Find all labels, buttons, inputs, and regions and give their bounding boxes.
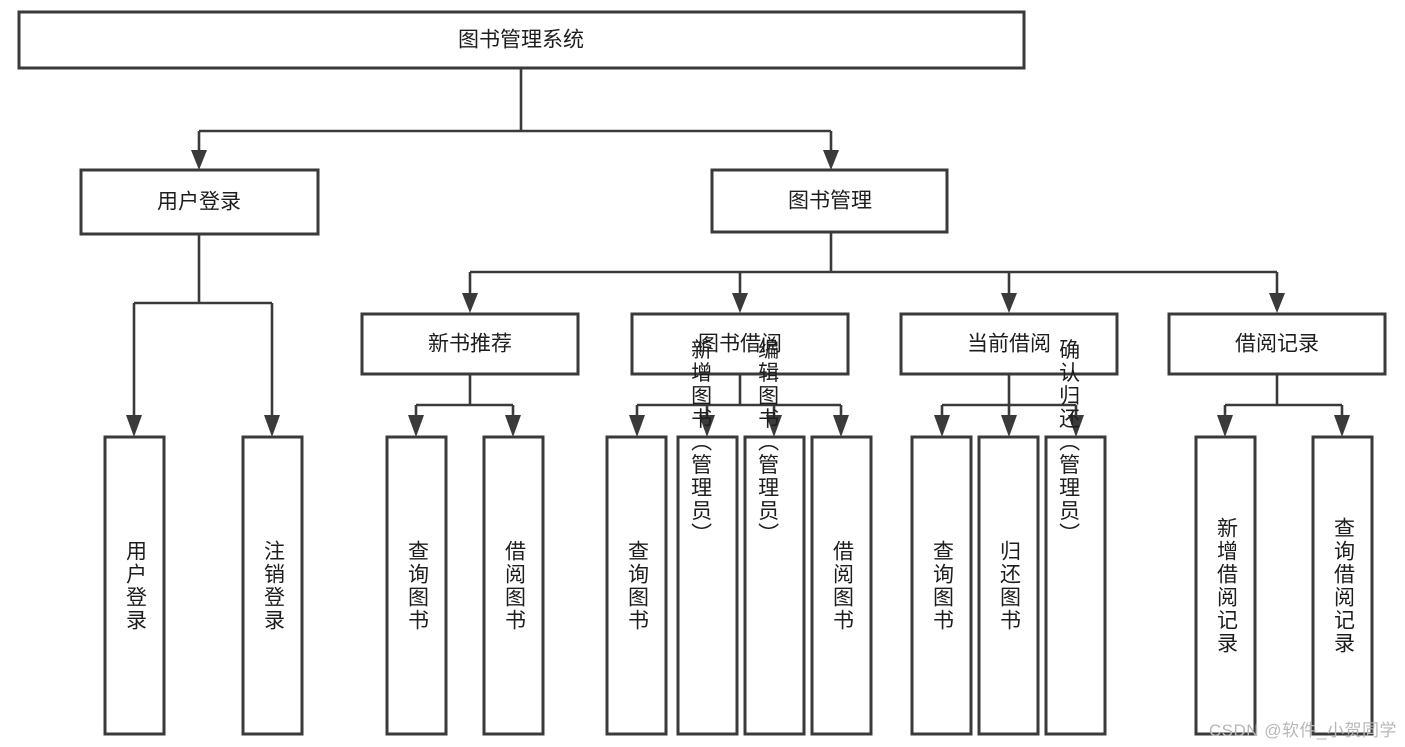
arrowhead-leaf-borrow-book-1 (505, 415, 521, 437)
arrowhead-book-manage (823, 150, 839, 170)
connector-group-root-to-level2 (191, 68, 839, 170)
leaf-node-logout[interactable]: 注销登录 (241, 435, 304, 736)
leaf-node-add-book[interactable]: 新增图书（管理员） (676, 339, 739, 736)
leaf-node-query-borrow-record-label: 查询借阅记录 (1332, 517, 1356, 655)
leaf-node-return-book-label: 归还图书 (998, 540, 1022, 632)
node-user-login-label: 用户登录 (157, 191, 241, 214)
leaf-node-edit-book-box[interactable] (743, 435, 806, 736)
leaf-node-logout-label: 注销登录 (262, 540, 286, 632)
leaf-node-add-borrow-record-label: 新增借阅记录 (1215, 517, 1239, 655)
node-current-borrow[interactable]: 当前借阅 (899, 312, 1119, 376)
arrowhead-leaf-return-book (1001, 415, 1017, 437)
node-current-borrow-label: 当前借阅 (967, 333, 1051, 356)
leaf-node-query-book-recommend-label: 查询图书 (406, 540, 430, 632)
node-book-borrow-box[interactable] (630, 312, 850, 376)
arrowhead-leaf-query-book-1 (408, 415, 424, 437)
node-book-manage-box[interactable] (710, 168, 949, 234)
leaf-node-edit-book-label: 编辑图书（管理员） (756, 339, 780, 546)
arrowhead-leaf-edit-book (766, 415, 782, 437)
leaf-node-borrow-book-recommend-label: 借阅图书 (503, 540, 527, 632)
node-book-manage-label: 图书管理 (788, 190, 872, 213)
arrowhead-book-borrow (732, 293, 748, 313)
node-book-manage[interactable]: 图书管理 (710, 168, 949, 234)
node-current-borrow-box[interactable] (899, 312, 1119, 376)
leaf-node-edit-book[interactable]: 编辑图书（管理员） (743, 339, 806, 736)
connector-group-currentborrow-to-leaves (934, 374, 1084, 437)
node-root-system-label: 图书管理系统 (458, 29, 584, 52)
connector-group-userlogin-to-leaves (126, 234, 280, 437)
arrowhead-new-book (462, 293, 478, 313)
leaf-node-borrow-book-recommend-box[interactable] (482, 435, 545, 736)
leaf-node-user-login[interactable]: 用户登录 (103, 435, 166, 736)
leaf-node-query-book-recommend[interactable]: 查询图书 (385, 435, 448, 736)
node-new-book-recommend-box[interactable] (360, 312, 580, 376)
arrowhead-leaf-query-book-2 (629, 415, 645, 437)
arrowhead-leaf-user-login (126, 415, 142, 437)
node-borrow-record-label: 借阅记录 (1235, 333, 1319, 356)
leaf-node-borrow-book-label: 借阅图书 (831, 540, 855, 632)
connector-group-borrowrecord-to-leaves (1217, 374, 1350, 437)
leaf-node-logout-box[interactable] (241, 435, 304, 736)
arrowhead-leaf-add-record (1217, 415, 1233, 437)
node-new-book-recommend[interactable]: 新书推荐 (360, 312, 580, 376)
leaf-node-query-book-recommend-box[interactable] (385, 435, 448, 736)
arrowhead-leaf-confirm-return (1068, 415, 1084, 437)
leaf-node-query-book-current[interactable]: 查询图书 (910, 435, 973, 736)
connector-group-bookborrow-to-leaves (629, 374, 849, 437)
leaf-node-query-book-borrow[interactable]: 查询图书 (605, 435, 668, 736)
node-root-system[interactable]: 图书管理系统 (17, 10, 1026, 70)
node-root-system-box[interactable] (17, 10, 1026, 70)
arrowhead-leaf-query-book-3 (934, 415, 950, 437)
arrowhead-leaf-borrow-book-2 (833, 415, 849, 437)
leaf-node-query-book-borrow-label: 查询图书 (626, 540, 650, 632)
arrowhead-leaf-query-record (1334, 415, 1350, 437)
node-borrow-record[interactable]: 借阅记录 (1167, 312, 1387, 376)
leaf-node-add-book-label: 新增图书（管理员） (689, 339, 713, 546)
leaf-node-confirm-return[interactable]: 确认归还（管理员） (1044, 339, 1107, 736)
leaf-node-add-book-box[interactable] (676, 435, 739, 736)
leaf-node-user-login-label: 用户登录 (124, 540, 148, 632)
leaf-node-borrow-book-box[interactable] (810, 435, 873, 736)
arrowhead-borrow-record (1269, 293, 1285, 313)
node-book-borrow-label: 图书借阅 (698, 333, 782, 356)
node-new-book-recommend-label: 新书推荐 (428, 333, 512, 356)
leaf-node-user-login-box[interactable] (103, 435, 166, 736)
leaf-node-borrow-book-recommend[interactable]: 借阅图书 (482, 435, 545, 736)
node-borrow-record-box[interactable] (1167, 312, 1387, 376)
leaf-node-return-book-box[interactable] (977, 435, 1040, 736)
leaf-node-confirm-return-box[interactable] (1044, 435, 1107, 736)
arrowhead-leaf-logout (264, 415, 280, 437)
connector-group-newbook-to-leaves (408, 374, 521, 437)
leaf-node-add-borrow-record[interactable]: 新增借阅记录 (1194, 435, 1257, 736)
leaf-node-query-borrow-record[interactable]: 查询借阅记录 (1311, 435, 1374, 736)
node-user-login[interactable]: 用户登录 (79, 168, 320, 236)
leaf-node-return-book[interactable]: 归还图书 (977, 435, 1040, 736)
leaf-node-confirm-return-label: 确认归还（管理员） (1057, 339, 1081, 546)
node-book-borrow[interactable]: 图书借阅 (630, 312, 850, 376)
leaf-node-query-book-current-box[interactable] (910, 435, 973, 736)
arrowhead-user-login (191, 150, 207, 170)
leaf-node-query-borrow-record-box[interactable] (1311, 435, 1374, 736)
leaf-node-add-borrow-record-box[interactable] (1194, 435, 1257, 736)
connector-group-bookmanage-to-level3 (462, 232, 1285, 313)
leaf-node-query-book-current-label: 查询图书 (931, 540, 955, 632)
node-user-login-box[interactable] (79, 168, 320, 236)
leaf-node-borrow-book[interactable]: 借阅图书 (810, 435, 873, 736)
arrowhead-current-borrow (1001, 293, 1017, 313)
arrowhead-leaf-add-book (699, 415, 715, 437)
leaf-node-query-book-borrow-box[interactable] (605, 435, 668, 736)
